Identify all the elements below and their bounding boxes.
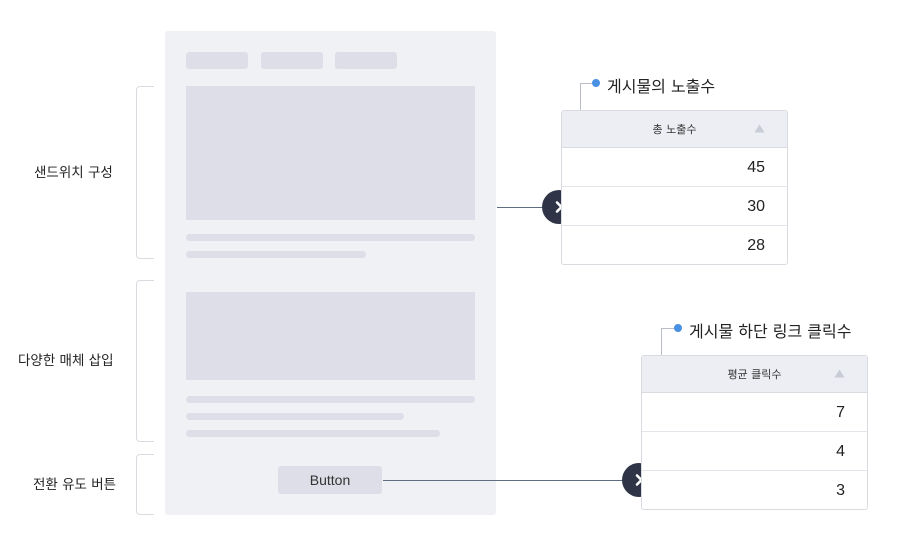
- mockup-text-line: [186, 251, 366, 258]
- bullet-dot-icon: [674, 324, 682, 332]
- mockup-tab-placeholder: [335, 52, 397, 69]
- clicks-column-header[interactable]: 평균 클릭수: [642, 356, 867, 393]
- section-label-sandwich: 샌드위치 구성: [34, 165, 113, 181]
- sort-ascending-icon[interactable]: [834, 369, 845, 378]
- section-bracket-media: [136, 280, 154, 442]
- mockup-text-line: [186, 234, 475, 241]
- section-label-cta: 전환 유도 버튼: [33, 477, 117, 493]
- mockup-text-line: [186, 396, 475, 403]
- table-row: 3: [836, 482, 845, 499]
- impressions-column-label: 총 노출수: [652, 123, 697, 136]
- table-row: 7: [642, 393, 867, 432]
- section-bracket-cta: [136, 454, 154, 515]
- callout-elbow: [580, 83, 594, 111]
- table-row: 4: [642, 432, 867, 471]
- table-row: 45: [562, 148, 787, 187]
- mockup-tab-placeholder: [261, 52, 323, 69]
- section-bracket-sandwich: [136, 86, 154, 259]
- mockup-text-line: [186, 413, 404, 420]
- impressions-table: 총 노출수 45 30 28: [561, 110, 788, 265]
- mockup-media-placeholder: [186, 292, 475, 380]
- bullet-dot-icon: [592, 79, 600, 87]
- sort-ascending-icon[interactable]: [754, 124, 765, 133]
- clicks-title: 게시물 하단 링크 클릭수: [689, 322, 852, 341]
- table-row: 30: [562, 187, 787, 226]
- impressions-column-header[interactable]: 총 노출수: [562, 111, 787, 148]
- mockup-tab-placeholder: [186, 52, 248, 69]
- table-row: 28: [747, 237, 765, 254]
- mockup-cta-button[interactable]: Button: [278, 466, 382, 494]
- impressions-title: 게시물의 노출수: [607, 77, 716, 96]
- mockup-image-placeholder: [186, 86, 475, 220]
- connector-line-impressions: [497, 207, 545, 208]
- section-label-media: 다양한 매체 삽입: [18, 353, 114, 369]
- clicks-column-label: 평균 클릭수: [727, 368, 782, 381]
- connector-line-clicks: [383, 480, 625, 481]
- clicks-table: 평균 클릭수 7 4 3: [641, 355, 868, 510]
- mockup-text-line: [186, 430, 440, 437]
- callout-elbow: [661, 328, 675, 356]
